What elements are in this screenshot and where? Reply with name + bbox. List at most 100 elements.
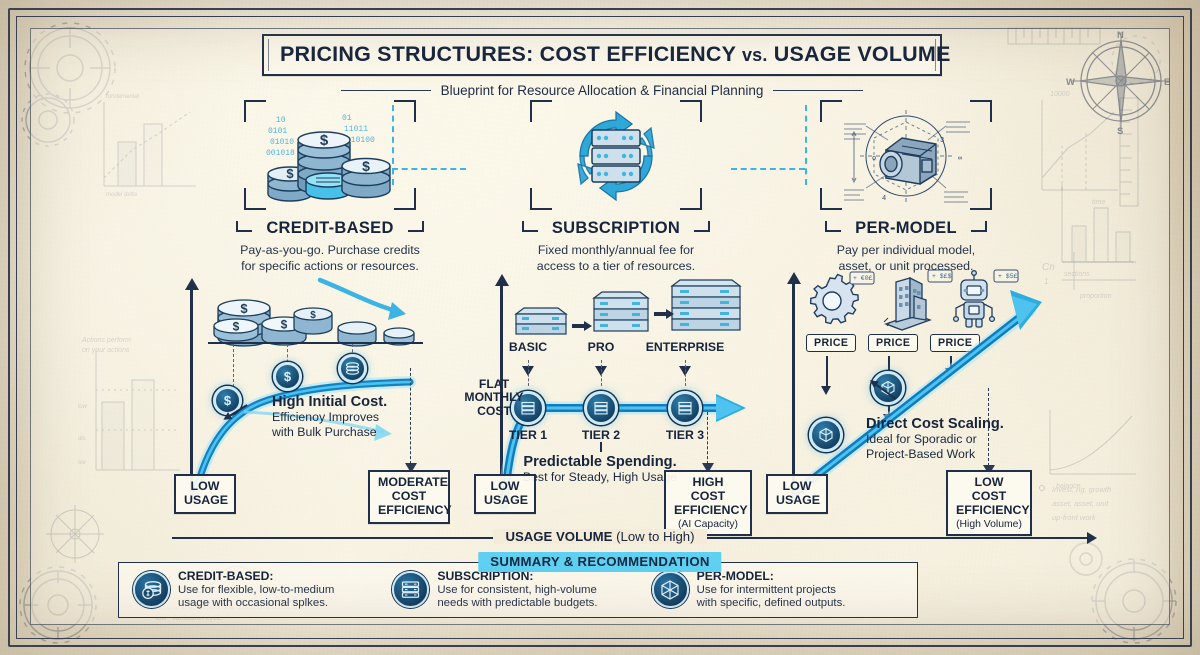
robot-icon xyxy=(952,270,996,328)
title-box: PRICING STRUCTURES: COST EFFICIENCY vs. … xyxy=(262,34,950,76)
per-model-endpoint-drop-arrow xyxy=(983,388,995,475)
per-model-low-usage-label: LOW USAGE xyxy=(766,474,828,514)
bracket-bottom-left xyxy=(530,188,552,210)
svg-text:$: $ xyxy=(310,310,316,321)
title-part-2: USAGE VOLUME xyxy=(773,42,951,66)
per-model-price-connector-1 xyxy=(821,356,831,395)
coin-stack-small-upper-icon: $ xyxy=(293,307,333,335)
credit-callout-headline: High Initial Cost. xyxy=(272,394,388,410)
bracket-bottom-right xyxy=(394,188,416,210)
server-enterprise-icon xyxy=(670,279,742,331)
coins-badge-icon xyxy=(133,571,170,609)
credit-column-title: CREDIT-BASED xyxy=(236,219,424,238)
subscription-guide-1 xyxy=(528,360,529,386)
credit-y-axis-arrow xyxy=(185,278,199,290)
coin-single-left-icon: $ xyxy=(213,318,259,342)
subscription-end-line-2: EFFICIENCY xyxy=(674,502,748,517)
cube-glyph-icon xyxy=(819,427,833,443)
per-model-unit-icons: + €0£+ $£$+ $5£ xyxy=(809,269,1019,331)
flat-cost-line-1: FLAT xyxy=(478,377,510,391)
summary-line1-per-model: Use for intermittent projects xyxy=(696,583,836,596)
per-model-linear-ramp xyxy=(789,290,1042,499)
subscription-callout-sub: Best for Steady, High Usage xyxy=(522,470,678,484)
chart-subscription: BASIC PRO ENTERPRISE xyxy=(460,268,760,537)
svg-text:0101: 0101 xyxy=(268,127,287,136)
subscription-desc-line-1: Fixed monthly/annual fee for xyxy=(537,243,695,257)
svg-text:$: $ xyxy=(286,166,294,181)
subscription-node-tier-1 xyxy=(511,391,545,425)
credit-title-text: CREDIT-BASED xyxy=(266,219,394,237)
title-block: PRICING STRUCTURES: COST EFFICIENCY vs. … xyxy=(262,34,950,98)
credit-coin-row: $ $ $ xyxy=(213,277,415,347)
credit-node-2: $ xyxy=(273,362,302,391)
credit-guide-1 xyxy=(233,344,234,392)
summary-item-per-model: PER-MODEL: Use for intermittent projects… xyxy=(651,569,903,611)
credit-low-usage-line-1: LOW xyxy=(190,479,220,493)
title-tick-right xyxy=(407,221,424,232)
summary-line2-subscription: needs with predictable budgets. xyxy=(437,597,598,610)
per-model-low-usage-line-2: USAGE xyxy=(776,492,821,507)
summary-heading-credit: CREDIT-BASED: xyxy=(178,568,274,583)
summary-text-per-model: PER-MODEL: Use for intermittent projects… xyxy=(697,569,846,611)
subscription-tier-icon-label-pro: PRO xyxy=(587,340,615,354)
bracket-top-left xyxy=(530,100,552,122)
axis-label-bold: USAGE VOLUME xyxy=(505,529,613,544)
credit-column-description: Pay-as-you-go. Purchase credits for spec… xyxy=(180,243,480,275)
subscription-title-text: SUBSCRIPTION xyxy=(551,219,681,237)
per-model-node-1 xyxy=(809,418,843,452)
title-tick-left xyxy=(521,221,538,232)
svg-text:$: $ xyxy=(233,320,240,334)
subscription-low-usage-line-2: USAGE xyxy=(484,492,529,507)
subscription-tier-icon-label-enterprise: ENTERPRISE xyxy=(645,340,725,354)
axis-label-light: (Low to High) xyxy=(616,529,695,544)
subscription-y-axis-arrow xyxy=(495,274,509,286)
bracket-top-right xyxy=(394,100,416,122)
per-model-callout-headline: Direct Cost Scaling. xyxy=(866,416,1004,432)
bracket-bottom-left xyxy=(244,188,266,210)
subscription-end-line-1: HIGH COST xyxy=(690,475,726,503)
svg-text:010100: 010100 xyxy=(346,136,375,145)
svg-text:10: 10 xyxy=(276,116,286,125)
summary-line2-credit: usage with occasional splkes. xyxy=(178,597,329,610)
building-icon xyxy=(883,276,932,331)
server-pro-icon xyxy=(592,291,650,332)
per-model-y-axis xyxy=(792,284,795,502)
summary-item-credit-based: CREDIT-BASED: Use for flexible, low-to-m… xyxy=(133,569,384,611)
summary-item-subscription: SUBSCRIPTION: Use for consistent, high-v… xyxy=(392,569,643,611)
credit-end-line-3: EFFICIENCY xyxy=(378,502,452,517)
svg-text:+ $£$: + $£$ xyxy=(932,273,952,280)
bracket-bottom-right xyxy=(680,188,702,210)
summary-line1-subscription: Use for consistent, high-volume xyxy=(437,583,597,596)
credit-callout-sub-2: with Bulk Purchase xyxy=(272,425,377,440)
subscription-icon-frame xyxy=(530,100,702,210)
column-divider-1 xyxy=(392,105,394,185)
blueprint-frame-outer xyxy=(8,8,1192,647)
server-badge-icon xyxy=(392,571,430,609)
credit-callout-sub-1: Efficienoy Improves xyxy=(272,410,380,424)
cube-wireframe-badge-icon xyxy=(651,571,689,609)
credit-callout: High Initial Cost. Efficienoy Improves w… xyxy=(272,394,412,441)
per-model-price-tag-3: PRICE xyxy=(930,334,981,352)
per-model-callout-sub-2: Project-Based Work xyxy=(866,447,976,462)
credit-efficiency-curve xyxy=(188,376,416,506)
svg-text:$: $ xyxy=(240,301,248,316)
credit-coin-baseline xyxy=(208,342,423,344)
credit-guide-2 xyxy=(287,344,288,378)
summary-items: CREDIT-BASED: Use for flexible, low-to-m… xyxy=(119,563,917,617)
subscription-node-tier-3 xyxy=(668,391,702,425)
column-connector-1 xyxy=(392,168,466,170)
title-tick-left xyxy=(825,221,842,232)
subscription-tier-icons xyxy=(514,279,742,335)
server-glyph-icon xyxy=(594,401,608,415)
subscription-desc-line-2: access to a tier of resources. xyxy=(536,258,696,273)
bracket-top-right xyxy=(680,100,702,122)
credit-y-axis xyxy=(190,290,193,502)
per-model-end-line-3: (High Volume) xyxy=(956,518,1022,530)
subscription-y-axis xyxy=(500,286,503,502)
bracket-top-left xyxy=(244,100,266,122)
